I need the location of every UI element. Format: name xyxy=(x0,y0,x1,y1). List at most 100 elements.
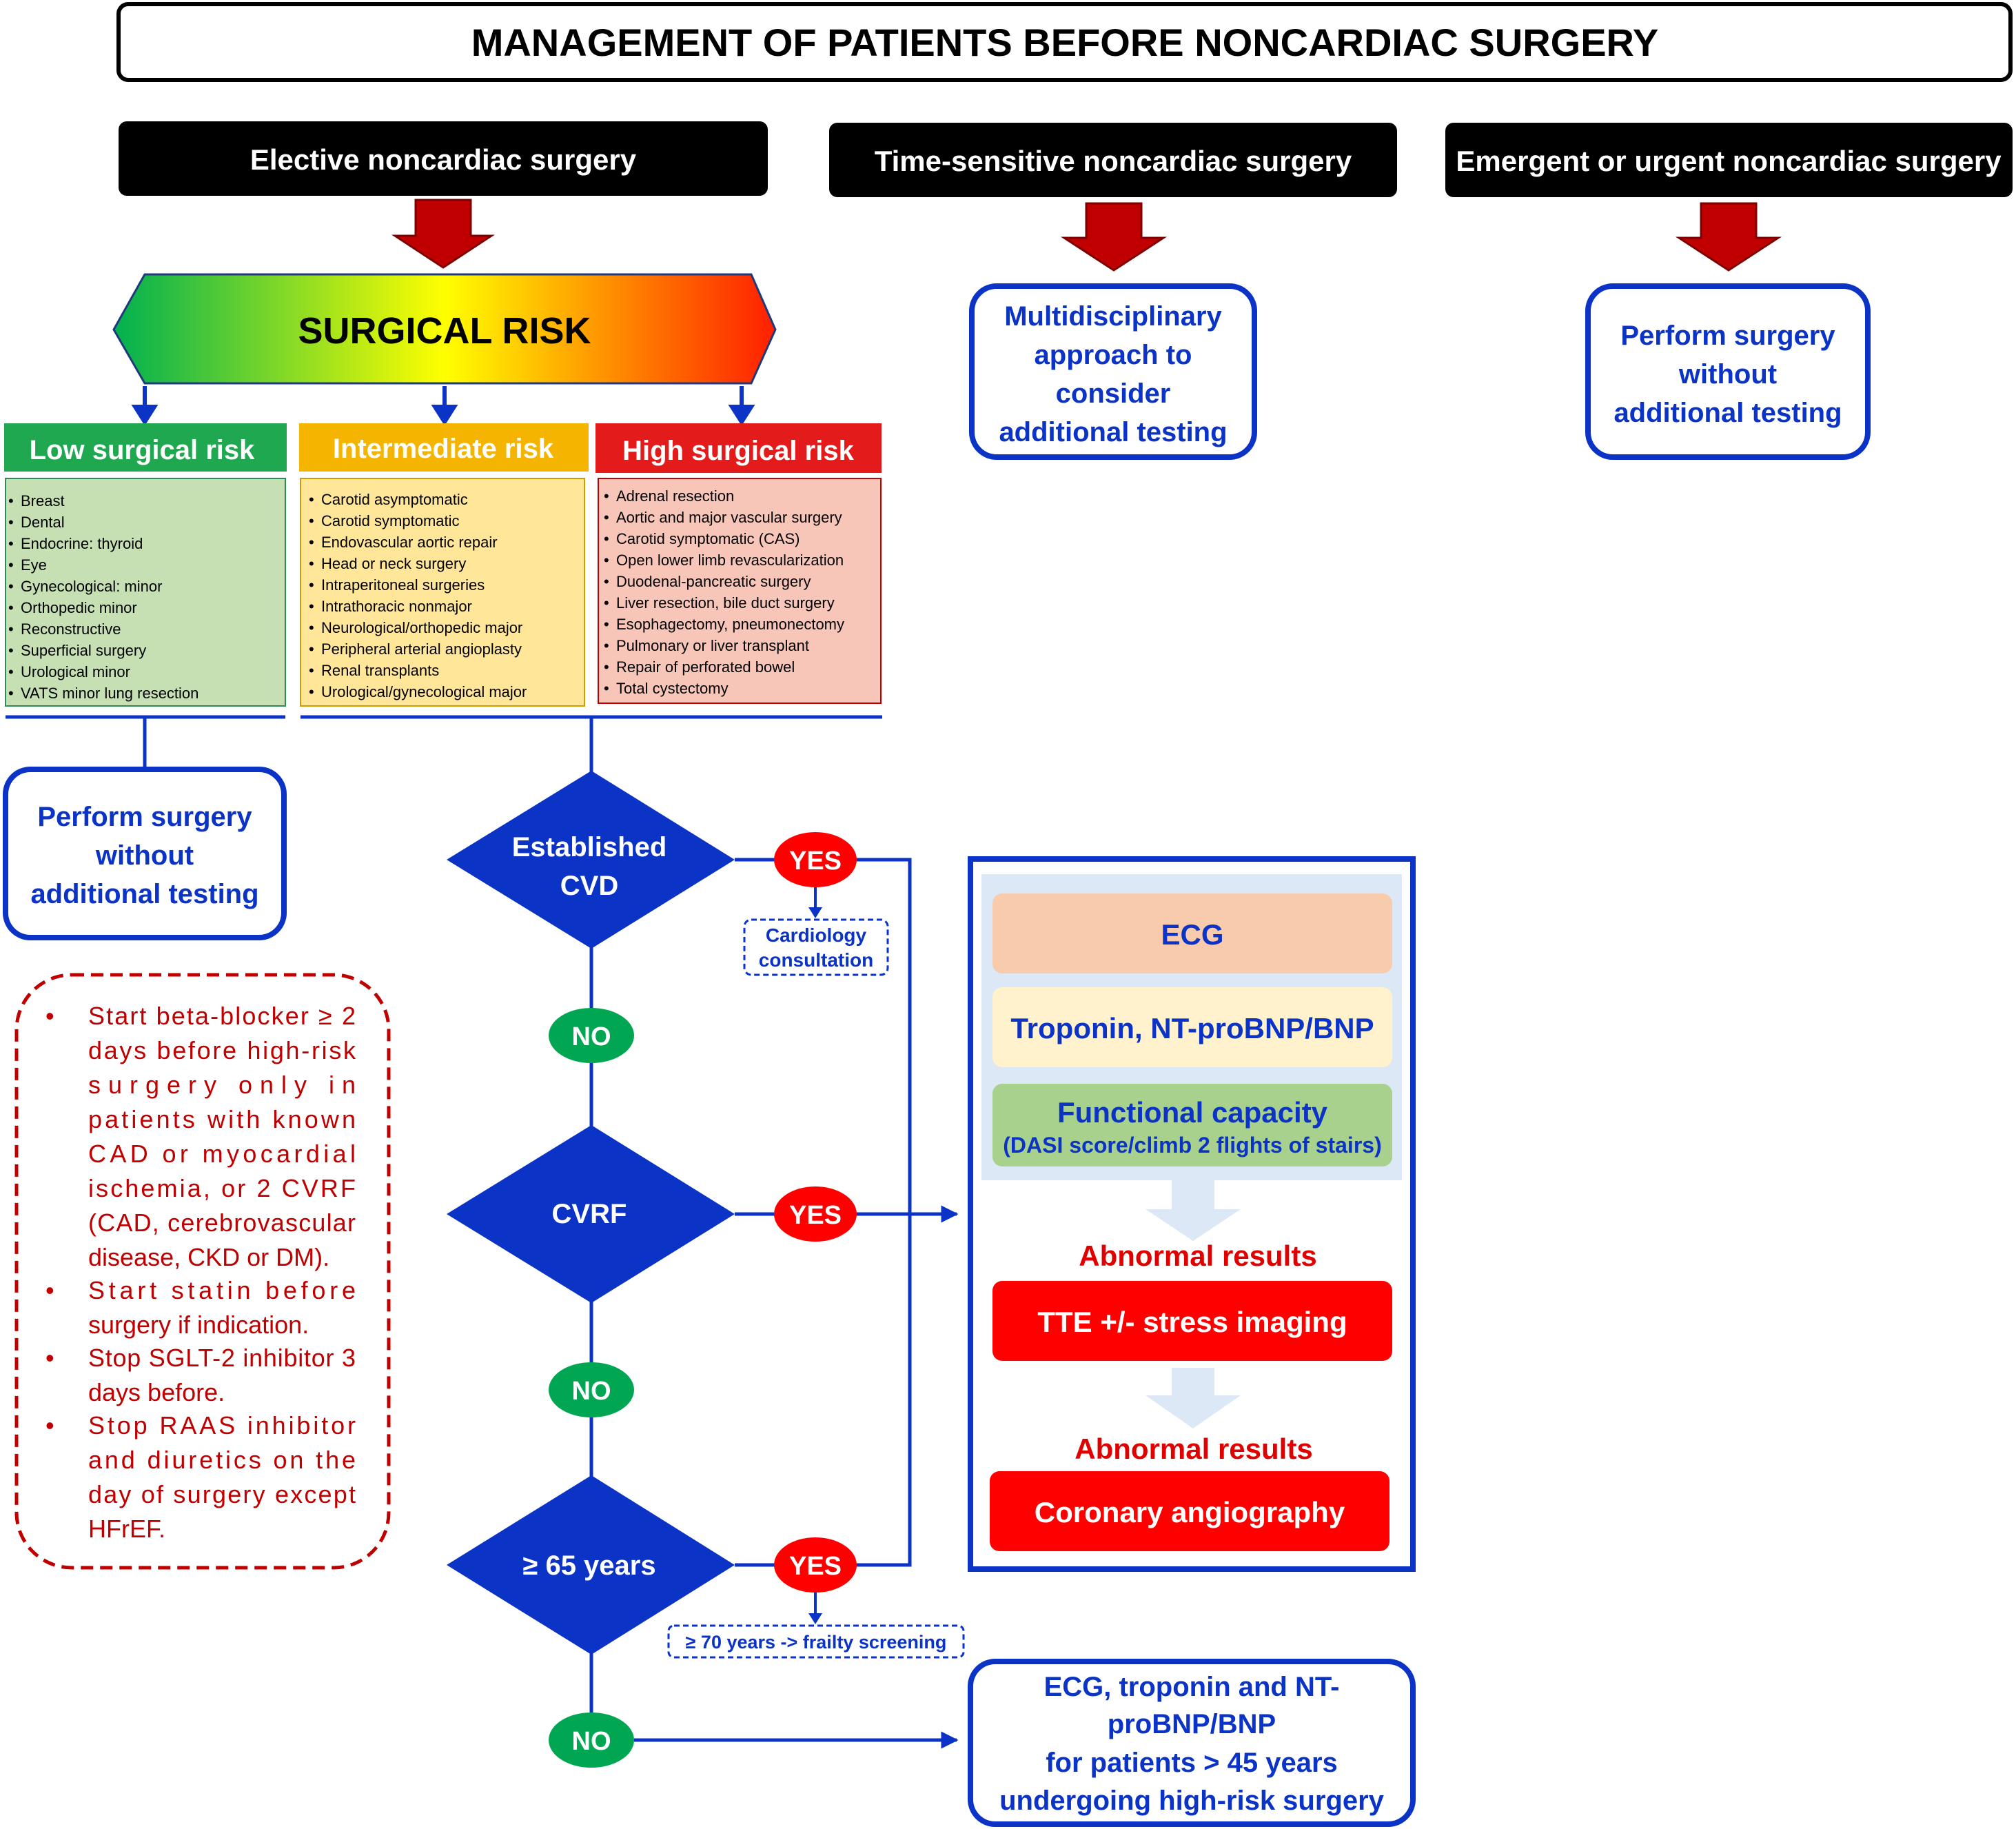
down-arrow-icon xyxy=(1675,202,1782,272)
list-item: • xyxy=(309,534,314,551)
decision-age xyxy=(447,1475,735,1655)
rec-2-line-2: surgery if indication. xyxy=(88,1311,309,1339)
low-risk-action-line-3: additional testing xyxy=(30,879,258,909)
bullet: • xyxy=(45,1002,54,1030)
list-item: Carotid symptomatic (CAS) xyxy=(616,530,800,547)
list-item: • xyxy=(309,640,314,658)
down-arrow-icon xyxy=(808,1613,822,1624)
low-risk-action-line-1: Perform surgery xyxy=(37,802,252,832)
decision-cvrf-label: CVRF xyxy=(552,1199,627,1229)
functional-capacity-subtitle: (DASI score/climb 2 flights of stairs) xyxy=(1003,1133,1381,1158)
list-item: • xyxy=(604,616,609,633)
list-item: Renal transplants xyxy=(321,662,439,679)
decision-cvd-line-2: CVD xyxy=(560,871,618,901)
list-item: Dental xyxy=(21,514,65,531)
abnormal-results-1: Abnormal results xyxy=(1079,1240,1316,1272)
decision-age-label: ≥ 65 years xyxy=(522,1550,655,1581)
list-item: • xyxy=(309,683,314,700)
coronary-angiography-label: Coronary angiography xyxy=(1035,1496,1345,1528)
intermediate-risk-label: Intermediate risk xyxy=(333,434,554,464)
list-item: Total cystectomy xyxy=(616,680,729,697)
list-item: Aortic and major vascular surgery xyxy=(616,509,842,526)
yes-label: YES xyxy=(789,1552,842,1581)
list-item: • xyxy=(8,685,14,702)
list-item: • xyxy=(8,535,14,552)
list-item: • xyxy=(604,637,609,654)
multidisciplinary-line-3: consider xyxy=(1056,378,1171,409)
list-item: Repair of perforated bowel xyxy=(616,658,795,676)
emergent-action-line-3: additional testing xyxy=(1613,398,1842,428)
bullet: • xyxy=(45,1344,54,1372)
yes-label: YES xyxy=(789,847,842,876)
list-item: Carotid symptomatic xyxy=(321,512,460,529)
list-item: Neurological/orthopedic major xyxy=(321,619,522,636)
tte-box xyxy=(992,1281,1392,1361)
list-item: • xyxy=(604,552,609,569)
low-risk-action-box xyxy=(3,767,287,940)
no-label: NO xyxy=(572,1377,611,1406)
title-box xyxy=(116,2,2013,82)
emergent-action-line-2: without xyxy=(1678,359,1777,390)
rec-1-line-2: days before high-risk xyxy=(88,1036,356,1064)
list-item: • xyxy=(309,555,314,572)
surgical-risk-label: SURGICAL RISK xyxy=(298,310,591,352)
list-item: • xyxy=(309,512,314,529)
rec-1-line-6: ischemia, or 2 CVRF xyxy=(88,1174,356,1202)
no-badge xyxy=(549,1362,634,1417)
low-age-action-line-1: ECG, troponin and NT- xyxy=(1044,1672,1340,1702)
list-item: • xyxy=(309,598,314,615)
recommendations-box xyxy=(14,973,391,1570)
list-item: • xyxy=(8,578,14,595)
bullet: • xyxy=(45,1411,54,1439)
multidisciplinary-approach-box xyxy=(969,283,1257,460)
list-item: Carotid asymptomatic xyxy=(321,491,468,508)
elective-surgery-label: Elective noncardiac surgery xyxy=(250,143,637,176)
low-risk-header xyxy=(4,423,287,472)
down-arrow-icon xyxy=(1146,1368,1241,1428)
list-item: • xyxy=(8,556,14,574)
list-item: • xyxy=(604,658,609,676)
no-label: NO xyxy=(572,1727,611,1756)
yes-badge xyxy=(774,832,857,887)
list-item: Pulmonary or liver transplant xyxy=(616,637,809,654)
bullet: • xyxy=(45,1276,54,1304)
list-item: Esophagectomy, pneumonectomy xyxy=(616,616,844,633)
down-arrow-icon xyxy=(728,386,755,426)
list-item: Superficial surgery xyxy=(21,642,146,659)
list-item: Head or neck surgery xyxy=(321,555,466,572)
list-item: • xyxy=(309,619,314,636)
low-risk-label: Low surgical risk xyxy=(30,435,256,465)
low-risk-list-box xyxy=(5,478,286,707)
list-item: Eye xyxy=(21,556,47,574)
emergent-action-box xyxy=(1585,283,1871,460)
no-badge xyxy=(549,1712,634,1768)
rec-1-line-8: disease, CKD or DM). xyxy=(88,1243,329,1271)
multidisciplinary-line-1: Multidisciplinary xyxy=(1004,301,1222,332)
abnormal-results-2: Abnormal results xyxy=(1075,1433,1312,1465)
low-age-action-box xyxy=(968,1659,1416,1827)
high-risk-label: High surgical risk xyxy=(622,436,854,466)
time-sensitive-surgery-box xyxy=(829,123,1397,197)
frailty-screening-box xyxy=(667,1624,965,1659)
list-item: Breast xyxy=(21,492,65,509)
low-risk-list: •Breast •Dental •Endocrine: thyroid •Eye… xyxy=(8,492,198,702)
list-item: VATS minor lung resection xyxy=(21,685,198,702)
rec-4-line-1: Stop RAAS inhibitor xyxy=(88,1411,356,1439)
rec-1-line-4: patients with known xyxy=(88,1105,356,1133)
no-badge xyxy=(549,1008,634,1063)
list-item: Urological/gynecological major xyxy=(321,683,527,700)
ecg-box xyxy=(992,893,1392,973)
emergent-action-line-1: Perform surgery xyxy=(1620,321,1835,351)
list-item: • xyxy=(8,620,14,638)
list-item: Intrathoracic nonmajor xyxy=(321,598,472,615)
biomarkers-label: Troponin, NT-proBNP/BNP xyxy=(1010,1012,1374,1044)
rec-4-line-4: HFrEF. xyxy=(88,1515,165,1543)
list-item: Reconstructive xyxy=(21,620,121,638)
list-item: • xyxy=(604,680,609,697)
decision-established-cvd xyxy=(447,771,735,949)
list-item: • xyxy=(8,642,14,659)
cardiology-consultation-box xyxy=(743,918,889,976)
list-item: • xyxy=(309,576,314,594)
intermediate-risk-list-box xyxy=(300,478,585,707)
